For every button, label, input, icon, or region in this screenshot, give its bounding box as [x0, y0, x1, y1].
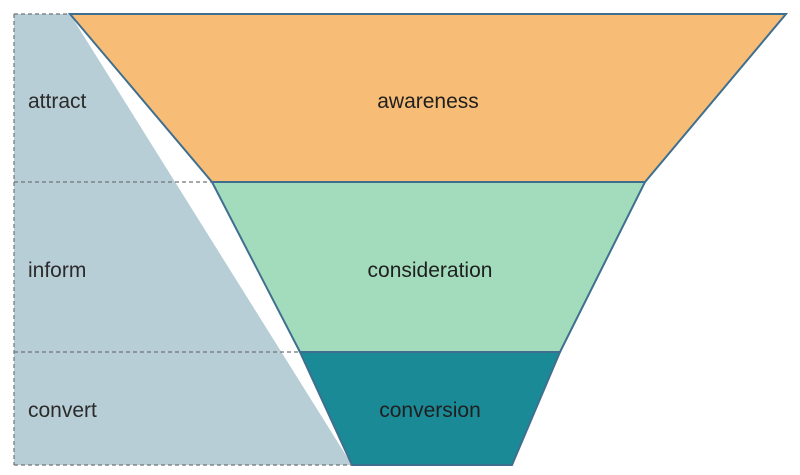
- side-label-inform: inform: [28, 259, 86, 282]
- side-label-convert: convert: [28, 399, 97, 422]
- funnel-label-consideration: consideration: [368, 259, 493, 282]
- funnel-label-conversion: conversion: [379, 399, 481, 422]
- side-label-attract: attract: [28, 90, 87, 113]
- conversion-segment: [298, 351, 562, 466]
- funnel-label-awareness: awareness: [377, 90, 479, 113]
